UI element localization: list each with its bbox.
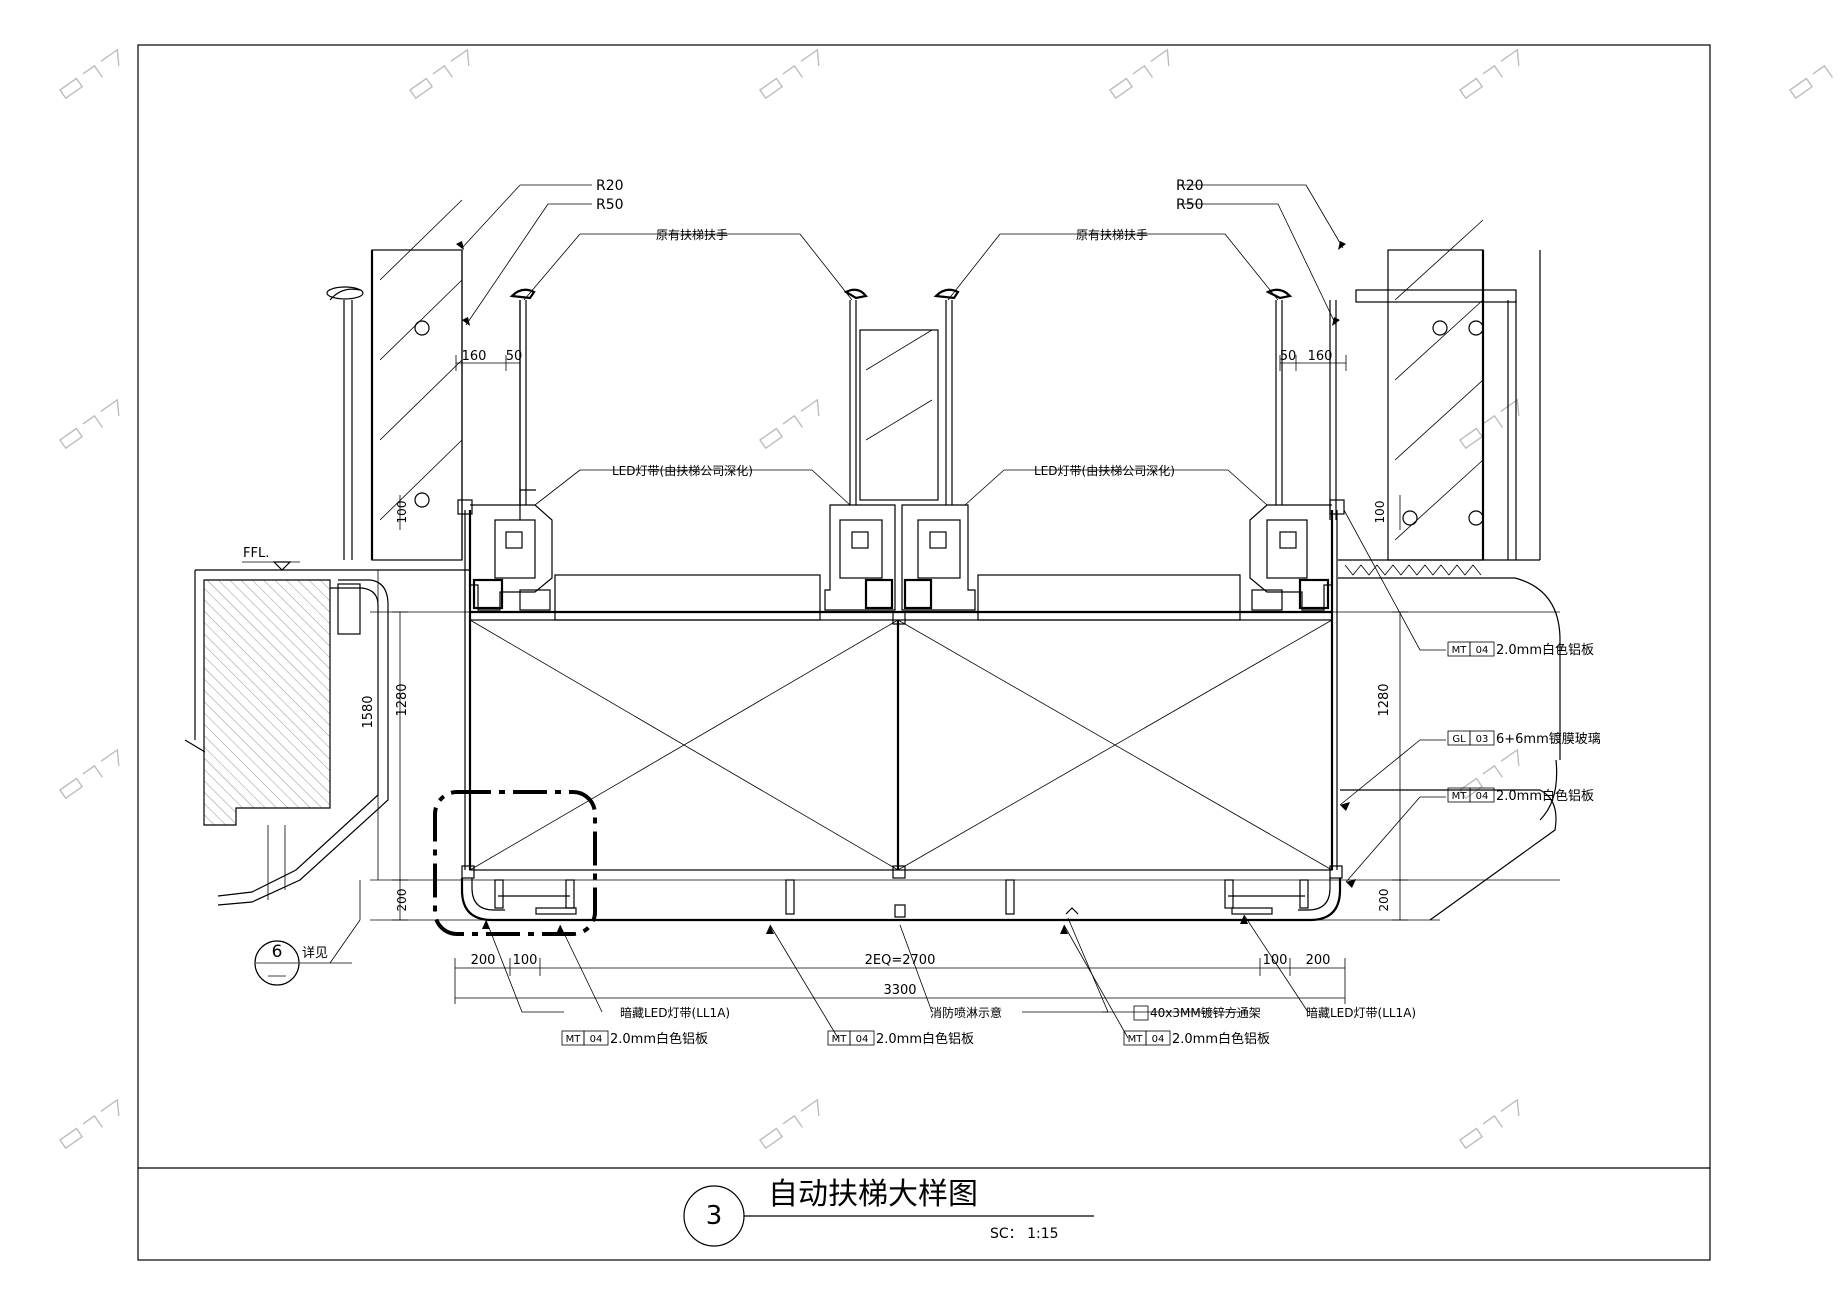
- reference-bubble: 6 详见: [254, 919, 361, 986]
- sprinkler-label: 消防喷淋示意: [930, 1005, 1002, 1020]
- svg-text:04: 04: [1476, 791, 1489, 802]
- left-glass-railing: [326, 199, 521, 561]
- escalator-truss: [457, 499, 1345, 879]
- svg-text:MT: MT: [832, 1034, 848, 1045]
- frame-label: 40x3MM镀锌方通架: [1133, 1005, 1261, 1021]
- dimension-lines: [370, 355, 1408, 1004]
- svg-text:MT: MT: [1128, 1034, 1144, 1045]
- right-tag-leaders: [1339, 509, 1446, 888]
- hidden-led-label-left: 暗藏LED灯带(LL1A): [620, 1005, 730, 1020]
- radius-leaders: [456, 184, 1346, 326]
- left-floor-slab: [184, 569, 470, 920]
- r50-right: R50: [1176, 197, 1204, 213]
- detail-callout-box: [433, 790, 597, 936]
- r50-left: R50: [596, 197, 624, 213]
- dim-3300: 3300: [883, 983, 916, 998]
- ffl-marker: FFL.: [242, 546, 300, 571]
- svg-text:GL: GL: [1452, 734, 1466, 745]
- svg-text:2.0mm白色铝板: 2.0mm白色铝板: [1172, 1031, 1270, 1047]
- bottom-cladding: [460, 878, 1342, 922]
- svg-text:04: 04: [590, 1034, 603, 1045]
- svg-text:MT: MT: [1452, 791, 1468, 802]
- dim-200-bottom-right: 200: [1306, 953, 1331, 968]
- dim-160-left: 160: [462, 349, 487, 364]
- watermark-layer: [59, 48, 1834, 1150]
- dim-1280-left: 1280: [395, 683, 410, 716]
- bottom-leaders: [482, 914, 1309, 1039]
- tag-bottom-3: MT 04 2.0mm白色铝板: [1123, 1030, 1270, 1047]
- drawing-title: 自动扶梯大样图: [768, 1177, 978, 1212]
- svg-text:04: 04: [856, 1034, 869, 1045]
- tag-bottom-1: MT 04 2.0mm白色铝板: [561, 1030, 708, 1047]
- dim-50-right: 50: [1280, 349, 1297, 364]
- title-block: 3 自动扶梯大样图 SC： 1:15: [683, 1177, 1094, 1247]
- svg-text:04: 04: [1152, 1034, 1165, 1045]
- svg-text:MT: MT: [566, 1034, 582, 1045]
- r20-left: R20: [596, 178, 624, 194]
- tag-right-1: MT 04 2.0mm白色铝板: [1447, 641, 1594, 658]
- led-label-left: LED灯带(由扶梯公司深化): [612, 463, 753, 478]
- detail-number: 3: [706, 1201, 723, 1231]
- drawing-scale: SC： 1:15: [990, 1226, 1059, 1242]
- tag-right-3: MT 04 2.0mm白色铝板: [1447, 787, 1594, 804]
- handrail-label-left: 原有扶梯扶手: [656, 227, 728, 242]
- svg-text:2.0mm白色铝板: 2.0mm白色铝板: [1496, 642, 1594, 658]
- sheet-frame: [137, 44, 1711, 1261]
- dim-100-right-v: 100: [1373, 501, 1387, 524]
- svg-text:40x3MM镀锌方通架: 40x3MM镀锌方通架: [1150, 1005, 1261, 1020]
- dim-2700: 2EQ=2700: [865, 953, 936, 968]
- dim-100-bottom-right: 100: [1263, 953, 1288, 968]
- svg-text:2.0mm白色铝板: 2.0mm白色铝板: [610, 1031, 708, 1047]
- svg-text:MT: MT: [1452, 645, 1468, 656]
- svg-text:2.0mm白色铝板: 2.0mm白色铝板: [876, 1031, 974, 1047]
- dim-200-left-v: 200: [395, 889, 409, 912]
- svg-text:2.0mm白色铝板: 2.0mm白色铝板: [1496, 788, 1594, 804]
- right-floor-slab: [1338, 559, 1561, 921]
- dim-100-left-v: 100: [395, 501, 409, 524]
- svg-text:03: 03: [1476, 734, 1489, 745]
- r20-right: R20: [1176, 178, 1204, 194]
- led-label-right: LED灯带(由扶梯公司深化): [1034, 463, 1175, 478]
- ref-text: 详见: [302, 946, 328, 961]
- dim-50-left: 50: [506, 349, 523, 364]
- dim-1580-left: 1580: [361, 695, 376, 728]
- dim-200-bottom-left: 200: [471, 953, 496, 968]
- svg-text:04: 04: [1476, 645, 1489, 656]
- ffl-label: FFL.: [243, 546, 269, 561]
- dim-160-right: 160: [1308, 349, 1333, 364]
- dim-1280-right: 1280: [1377, 683, 1392, 716]
- hidden-led-label-right: 暗藏LED灯带(LL1A): [1306, 1005, 1416, 1020]
- balustrade-decks: [470, 489, 1332, 611]
- tag-right-2: GL 03 6+6mm镀膜玻璃: [1447, 730, 1601, 747]
- tag-bottom-2: MT 04 2.0mm白色铝板: [827, 1030, 974, 1047]
- svg-text:6+6mm镀膜玻璃: 6+6mm镀膜玻璃: [1496, 731, 1601, 747]
- step-combs: [554, 574, 1241, 621]
- handrail-leaders: [523, 233, 1279, 301]
- ref-number: 6: [272, 942, 283, 962]
- led-leaders: [534, 469, 1268, 506]
- right-glass-railing: [1329, 219, 1541, 561]
- handrail-label-right: 原有扶梯扶手: [1076, 227, 1148, 242]
- dim-100-bottom-left: 100: [513, 953, 538, 968]
- dim-200-right-v: 200: [1377, 889, 1391, 912]
- handrails: [509, 288, 1293, 505]
